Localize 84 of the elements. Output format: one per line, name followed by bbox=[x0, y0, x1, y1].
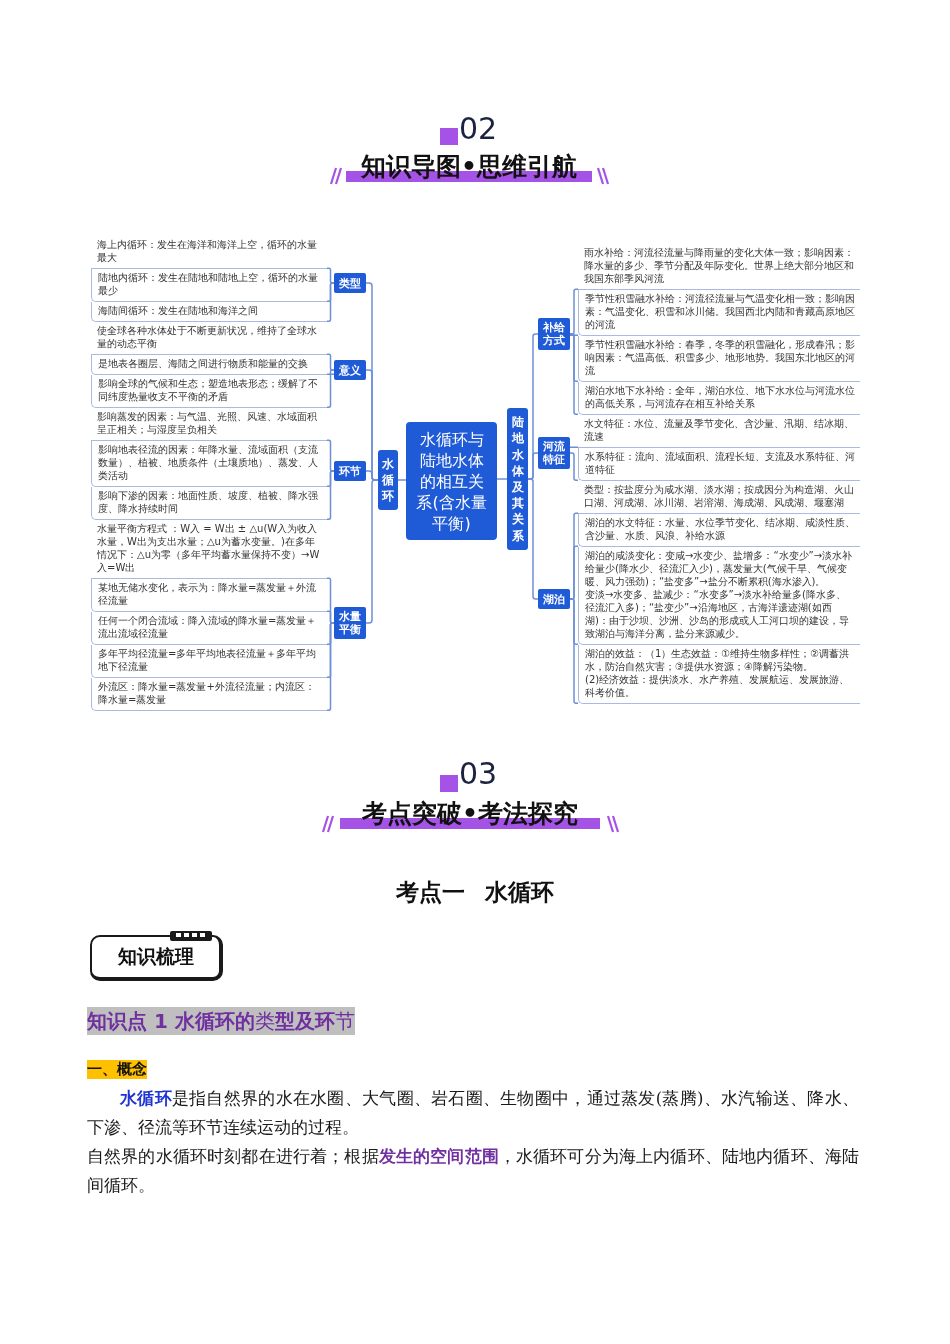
topic-text: 湖泊水地下水补给：全年，湖泊水位、地下水水位与河流水位的高低关系，与河流存在相互补给关系 bbox=[585, 384, 855, 410]
topic-text: 影响蒸发的因素：与气温、光照、风速、水域面积呈正相关；与湿度呈负相关 bbox=[97, 410, 318, 436]
section-number: 03 bbox=[459, 756, 498, 792]
detail-topic-box bbox=[91, 236, 327, 269]
detail-topic-box bbox=[91, 579, 327, 612]
subtopic-badge bbox=[334, 273, 366, 293]
connector-line bbox=[326, 622, 335, 711]
topic-text: (2)经济效益：提供淡水、水产养殖、发展航运、发展旅游、科考价值。 bbox=[585, 673, 851, 699]
root-topic-box bbox=[406, 422, 497, 540]
detail-topic-box bbox=[578, 244, 860, 290]
topic-text: 影响全球的气候和生态；塑造地表形态；缓解了不同纬度热量收支不平衡的矛盾 bbox=[98, 377, 319, 403]
topic-text: 环节 bbox=[339, 464, 361, 478]
connector-line bbox=[569, 333, 579, 415]
topic-text: 季节性积雪融水补给：河流径流量与气温变化相一致；影响因素：气温变化、积雪和冰川储。我国西北内陆和青藏高原地区的河流 bbox=[585, 292, 855, 331]
topic-text: 类型 bbox=[339, 276, 361, 290]
topic-text: 是地表各圈层、海陆之间进行物质和能量的交换 bbox=[98, 357, 309, 370]
topic-text: 陆地内循环：发生在陆地和陆地上空，循环的水量最少 bbox=[98, 271, 319, 297]
topic-text: 河流特征 bbox=[543, 440, 565, 466]
topic-text: 水循环与陆地水体的相互关系(含水量平衡) bbox=[415, 428, 488, 534]
topic-text: 任何一个闭合流域：降入流域的降水量=蒸发量＋流出流域径流量 bbox=[98, 614, 318, 640]
topic-text: 海陆间循环：发生在陆地和海洋之间 bbox=[98, 304, 259, 317]
topic-text: 湖泊的水文特征：水量、水位季节变化、结冰期、咸淡性质、含沙量、水质、风浪、补给水源 bbox=[585, 516, 855, 542]
detail-topic-box bbox=[578, 290, 860, 336]
detail-topic-box bbox=[578, 481, 860, 514]
topic-text: 多年平均径流量=多年平均地表径流量＋多年平均地下径流量 bbox=[98, 647, 318, 673]
subtopic-badge bbox=[538, 589, 570, 609]
detail-topic-box bbox=[578, 382, 860, 415]
topic-text: 湖泊的效益：（1）生态效益：①维持生物多样性；②调蓄洪水，防治自然灾害；③提供水资源；④降解污染物。 bbox=[585, 647, 851, 673]
detail-topic-box bbox=[91, 520, 327, 579]
topic-text: 海上内循环：发生在海洋和海洋上空，循环的水量最大 bbox=[97, 238, 318, 264]
connector-line bbox=[326, 282, 335, 322]
connector-line bbox=[496, 478, 508, 480]
topic-text: 意义 bbox=[339, 363, 361, 377]
topic-text: 使全球各种水体处于不断更新状况，维持了全球水量的动态平衡 bbox=[97, 324, 318, 350]
detail-topic-box bbox=[578, 448, 860, 481]
topic-text: 影响地表径流的因素：年降水量、流域面积（支流数量）、植被、地质条件（土壤质地）、蒸发、人类活动 bbox=[98, 443, 319, 482]
detail-topic-box bbox=[91, 678, 327, 711]
paragraph: 水循环是指自然界的水在水圈、大气圈、岩石圈、生物圈中，通过蒸发(蒸腾)、水汽输送、降水、下渗、径流等环节连续运动的过程。 bbox=[87, 1088, 859, 1139]
section-number: 02 bbox=[459, 111, 498, 147]
detail-topic-box bbox=[91, 441, 327, 487]
paragraph: 自然界的水循环时刻都在进行着；根据发生的空间范围，水循环可分为海上内循环、陆地内循环、海陆间循环。 bbox=[87, 1146, 859, 1197]
topic-text: 陆地水体及其关系 bbox=[511, 414, 524, 544]
connector-line bbox=[527, 478, 539, 600]
section-badge: 知识梳理 bbox=[90, 935, 223, 981]
topic-text: 外流区：降水量=蒸发量+外流径流量；内流区：降水量=蒸发量 bbox=[98, 680, 316, 706]
topic-text: 湖泊的咸淡变化：变咸→水变少、盐增多：“水变少”→淡水补给量少(降水少、径流汇入少)，蒸发量大(气候干旱、气候变暖、风力强劲)；“盐变多”→盐分不断累积(海水渗入)。 bbox=[585, 549, 854, 588]
detail-topic-box bbox=[578, 514, 860, 547]
detail-topic-box bbox=[91, 408, 327, 441]
detail-topic-box bbox=[578, 415, 860, 448]
detail-topic-box bbox=[578, 336, 860, 382]
topic-text: 湖泊 bbox=[543, 592, 565, 606]
topic-text: 水量平衡 bbox=[339, 610, 361, 636]
detail-topic-box bbox=[91, 375, 327, 408]
detail-topic-box bbox=[91, 612, 327, 645]
detail-topic-box bbox=[91, 487, 327, 520]
detail-topic-box bbox=[91, 355, 327, 375]
topic-text: 水量平衡方程式 ：W入 = W出 ± △u(W入为收入水量，W出为支出水量；△u为蓄水变量。)在多年情况下：△u为零（多年平均蓄水量保持不变）→W入=W出 bbox=[97, 522, 321, 574]
main-topic-box bbox=[378, 450, 398, 510]
topic-text: 某地无储水变化，表示为：降水量=蒸发量＋外流径流量 bbox=[98, 581, 318, 607]
connector-line bbox=[569, 452, 579, 481]
topic-text: 水系特征：流向、流域面积、流程长短、支流及水系特征、河道特征 bbox=[585, 450, 855, 476]
detail-topic-box bbox=[91, 645, 327, 678]
detail-topic-box bbox=[91, 302, 327, 322]
detail-topic-box bbox=[578, 547, 860, 645]
topic-text: 补给方式 bbox=[543, 321, 565, 347]
topic-text: 变淡→水变多、盐减少：“水变多”→淡水补给量多(降水多、径流汇入多)；“盐变少”→沿海地区，古海洋遗迹湖(如西湖)：由于沙坝、沙洲、沙岛的形成或人工河口坝的建设，导致湖泊与海洋分离，盐分来源减少。 bbox=[585, 588, 850, 640]
subtopic-badge bbox=[334, 360, 366, 380]
topic-heading: 考点一 水循环 bbox=[395, 878, 555, 907]
detail-topic-box bbox=[91, 322, 327, 355]
topic-text: 水循环 bbox=[382, 455, 394, 505]
connector-line bbox=[326, 470, 335, 520]
topic-text: 季节性积雪融水补给：春季，冬季的积雪融化，形成春汛；影响因素：气温高低、积雪多少、地形地势。我国东北地区的河流 bbox=[585, 338, 855, 377]
connector-line bbox=[326, 369, 335, 408]
topic-text: 雨水补给：河流径流量与降雨量的变化大体一致；影响因素：降水量的多少、季节分配及年际变化。世界上绝大部分地区和我国东部季风河流 bbox=[584, 246, 855, 285]
subtopic-badge bbox=[334, 461, 366, 481]
detail-topic-box bbox=[91, 269, 327, 302]
detail-topic-box bbox=[578, 645, 860, 704]
topic-text: 类型：按盐度分为咸水湖、淡水湖；按成因分为构造湖、火山口湖、河成湖、冰川湖、岩溶湖、海成湖、风成湖、堰塞湖 bbox=[584, 483, 855, 509]
subheading: 一、概念 bbox=[87, 1060, 147, 1079]
topic-text: 影响下渗的因素：地面性质、坡度、植被、降水强度、降水持续时间 bbox=[98, 489, 319, 515]
topic-text: 水文特征：水位、流量及季节变化、含沙量、汛期、结冰期、流速 bbox=[584, 417, 855, 443]
knowledge-point-heading: 知识点 1 水循环的类型及环节 bbox=[87, 1007, 355, 1035]
main-topic-box bbox=[507, 408, 528, 550]
connector-line bbox=[397, 479, 407, 481]
